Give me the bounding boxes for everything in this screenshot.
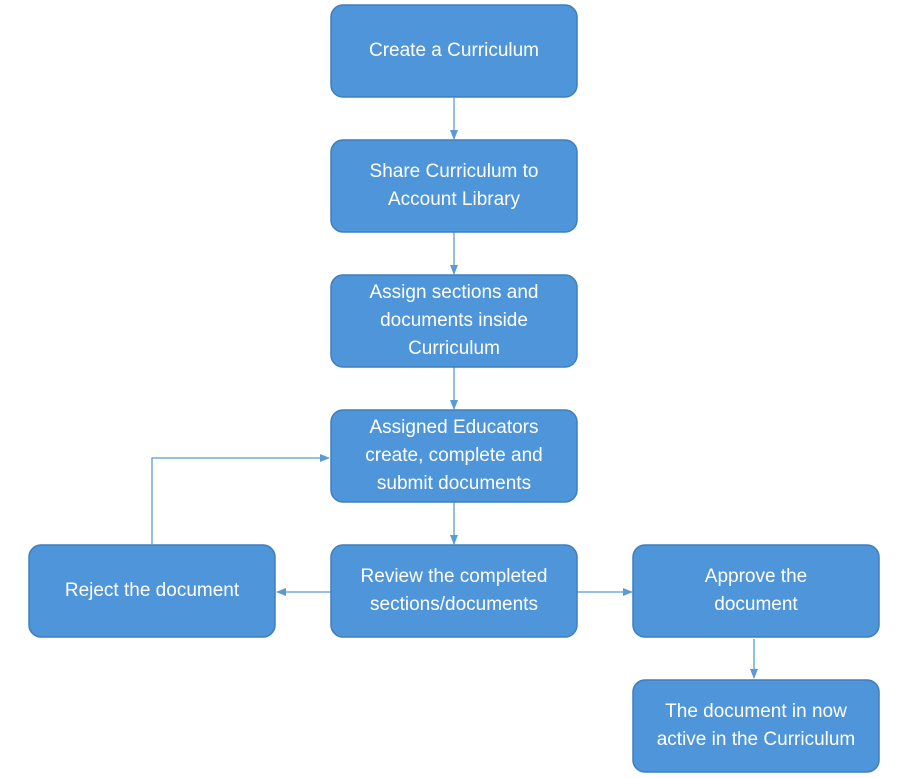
node-active: The document in now active in the Curric… — [633, 680, 879, 772]
node-educators-label: Assigned Educators create, complete and … — [365, 417, 543, 494]
node-box-share — [330, 139, 578, 233]
node-box-active — [632, 679, 880, 773]
node-reject-label: Reject the document — [64, 580, 240, 601]
node-box-reject — [28, 544, 276, 638]
node-active-label: The document in now active in the Curric… — [656, 701, 856, 750]
edge-reject-to-educators — [151, 454, 330, 544]
node-box-educators — [330, 409, 578, 503]
node-assign-label: Assign sections and documents inside Cur… — [369, 282, 539, 359]
node-box-assign — [330, 274, 578, 368]
node-review: Review the completed sections/documents — [331, 545, 577, 637]
node-box-create — [330, 4, 578, 98]
node-approve: Approve the document — [633, 545, 879, 637]
connectors — [151, 98, 758, 679]
node-assign: Assign sections and documents inside Cur… — [331, 275, 577, 367]
node-boxes — [28, 4, 880, 773]
node-box-approve — [632, 544, 880, 638]
node-reject: Reject the document — [29, 545, 275, 637]
node-share: Share Curriculum to Account Library — [331, 140, 577, 232]
node-create: Create a Curriculum — [331, 5, 577, 97]
node-educators: Assigned Educators create, complete and … — [331, 410, 577, 502]
node-approve-label: Approve the document — [704, 566, 808, 615]
node-share-label: Share Curriculum to Account Library — [369, 161, 539, 210]
node-review-label: Review the completed sections/documents — [360, 566, 548, 615]
node-box-review — [330, 544, 578, 638]
node-create-label: Create a Curriculum — [369, 40, 539, 61]
